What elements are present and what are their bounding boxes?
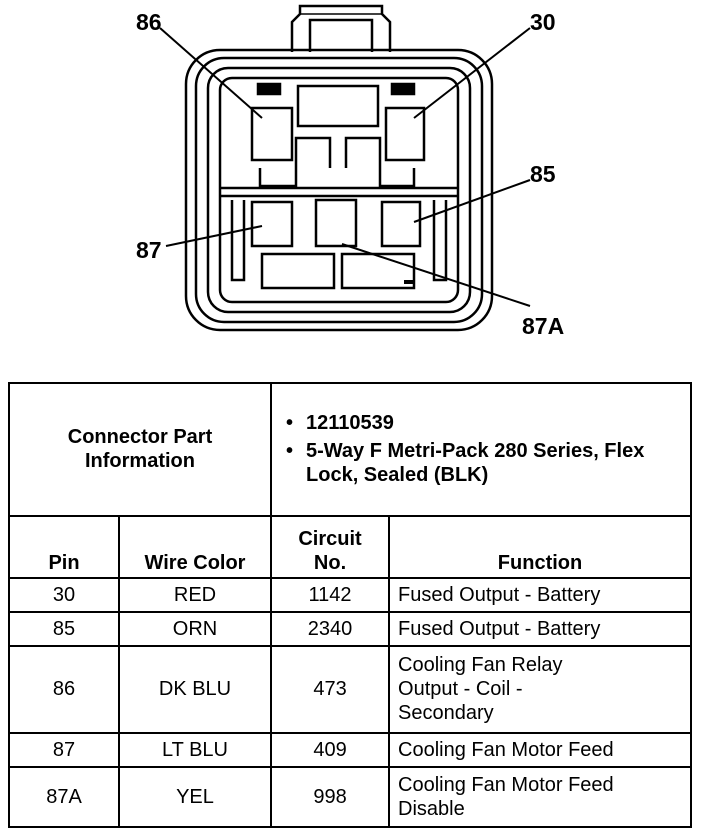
- connector-info-table: Connector Part Information 12110539 5-Wa…: [7, 382, 693, 829]
- cell-function: Cooling Fan Motor Feed: [388, 731, 693, 768]
- leader-30: [413, 27, 531, 119]
- part-number: 12110539: [286, 411, 682, 435]
- pin-label-87a: 87A: [522, 313, 564, 339]
- header-function: Function: [388, 514, 693, 579]
- table-row: 87 LT BLU 409 Cooling Fan Motor Feed: [8, 731, 693, 768]
- part-description: 5-Way F Metri-Pack 280 Series, Flex Lock…: [286, 439, 682, 487]
- cell-circuit: 998: [270, 765, 391, 829]
- header-wire-color: Wire Color: [117, 514, 273, 579]
- cell-pin: 86: [8, 645, 120, 734]
- cell-circuit: 409: [270, 731, 391, 768]
- connector-latch: [290, 4, 392, 52]
- cell-pin: 87: [8, 731, 120, 768]
- cell-pin: 85: [8, 610, 120, 648]
- leader-87: [165, 225, 263, 247]
- part-info-row: Connector Part Information 12110539 5-Wa…: [7, 382, 693, 517]
- table-row: 85 ORN 2340 Fused Output - Battery: [8, 610, 693, 648]
- cell-circuit: 2340: [270, 610, 391, 648]
- header-circuit-no: Circuit No.: [270, 514, 391, 579]
- pin-86-cavity: [250, 106, 294, 162]
- table-row: 30 RED 1142 Fused Output - Battery: [8, 576, 693, 614]
- cell-wire-color: YEL: [117, 765, 273, 829]
- table-header-row: Pin Wire Color Circuit No. Function: [8, 514, 693, 579]
- cell-pin: 30: [8, 576, 120, 614]
- connector-diagram: 86 30 85 87 87A: [136, 4, 564, 339]
- pin-label-85: 85: [530, 161, 556, 187]
- cell-function: Cooling Fan Relay Output - Coil - Second…: [388, 645, 693, 734]
- leader-85: [413, 179, 531, 223]
- cell-function: Fused Output - Battery: [388, 576, 693, 614]
- cell-wire-color: LT BLU: [117, 731, 273, 768]
- cell-wire-color: ORN: [117, 610, 273, 648]
- cell-pin: 87A: [8, 765, 120, 829]
- leader-87a: [341, 243, 531, 307]
- cell-wire-color: DK BLU: [117, 645, 273, 734]
- part-info-label: Connector Part Information: [7, 382, 273, 517]
- cell-circuit: 473: [270, 645, 391, 734]
- pin-label-30: 30: [530, 9, 556, 35]
- cell-wire-color: RED: [117, 576, 273, 614]
- part-info-cell: 12110539 5-Way F Metri-Pack 280 Series, …: [270, 382, 693, 517]
- cell-circuit: 1142: [270, 576, 391, 614]
- cell-function: Cooling Fan Motor Feed Disable: [388, 765, 693, 829]
- pin-85-cavity: [380, 200, 422, 248]
- pin-30-cavity: [384, 106, 426, 162]
- table-row: 87A YEL 998 Cooling Fan Motor Feed Disab…: [8, 765, 693, 829]
- pin-label-86: 86: [136, 9, 162, 35]
- header-pin: Pin: [8, 514, 120, 579]
- pin-87-cavity: [250, 200, 294, 248]
- part-info-list: 12110539 5-Way F Metri-Pack 280 Series, …: [280, 411, 682, 487]
- pin-87a-cavity: [314, 198, 358, 248]
- cell-function: Fused Output - Battery: [388, 610, 693, 648]
- table-row: 86 DK BLU 473 Cooling Fan Relay Output -…: [8, 645, 693, 734]
- pin-label-87: 87: [136, 237, 162, 263]
- leader-86: [159, 27, 263, 119]
- connector-housing-outer: [184, 48, 494, 332]
